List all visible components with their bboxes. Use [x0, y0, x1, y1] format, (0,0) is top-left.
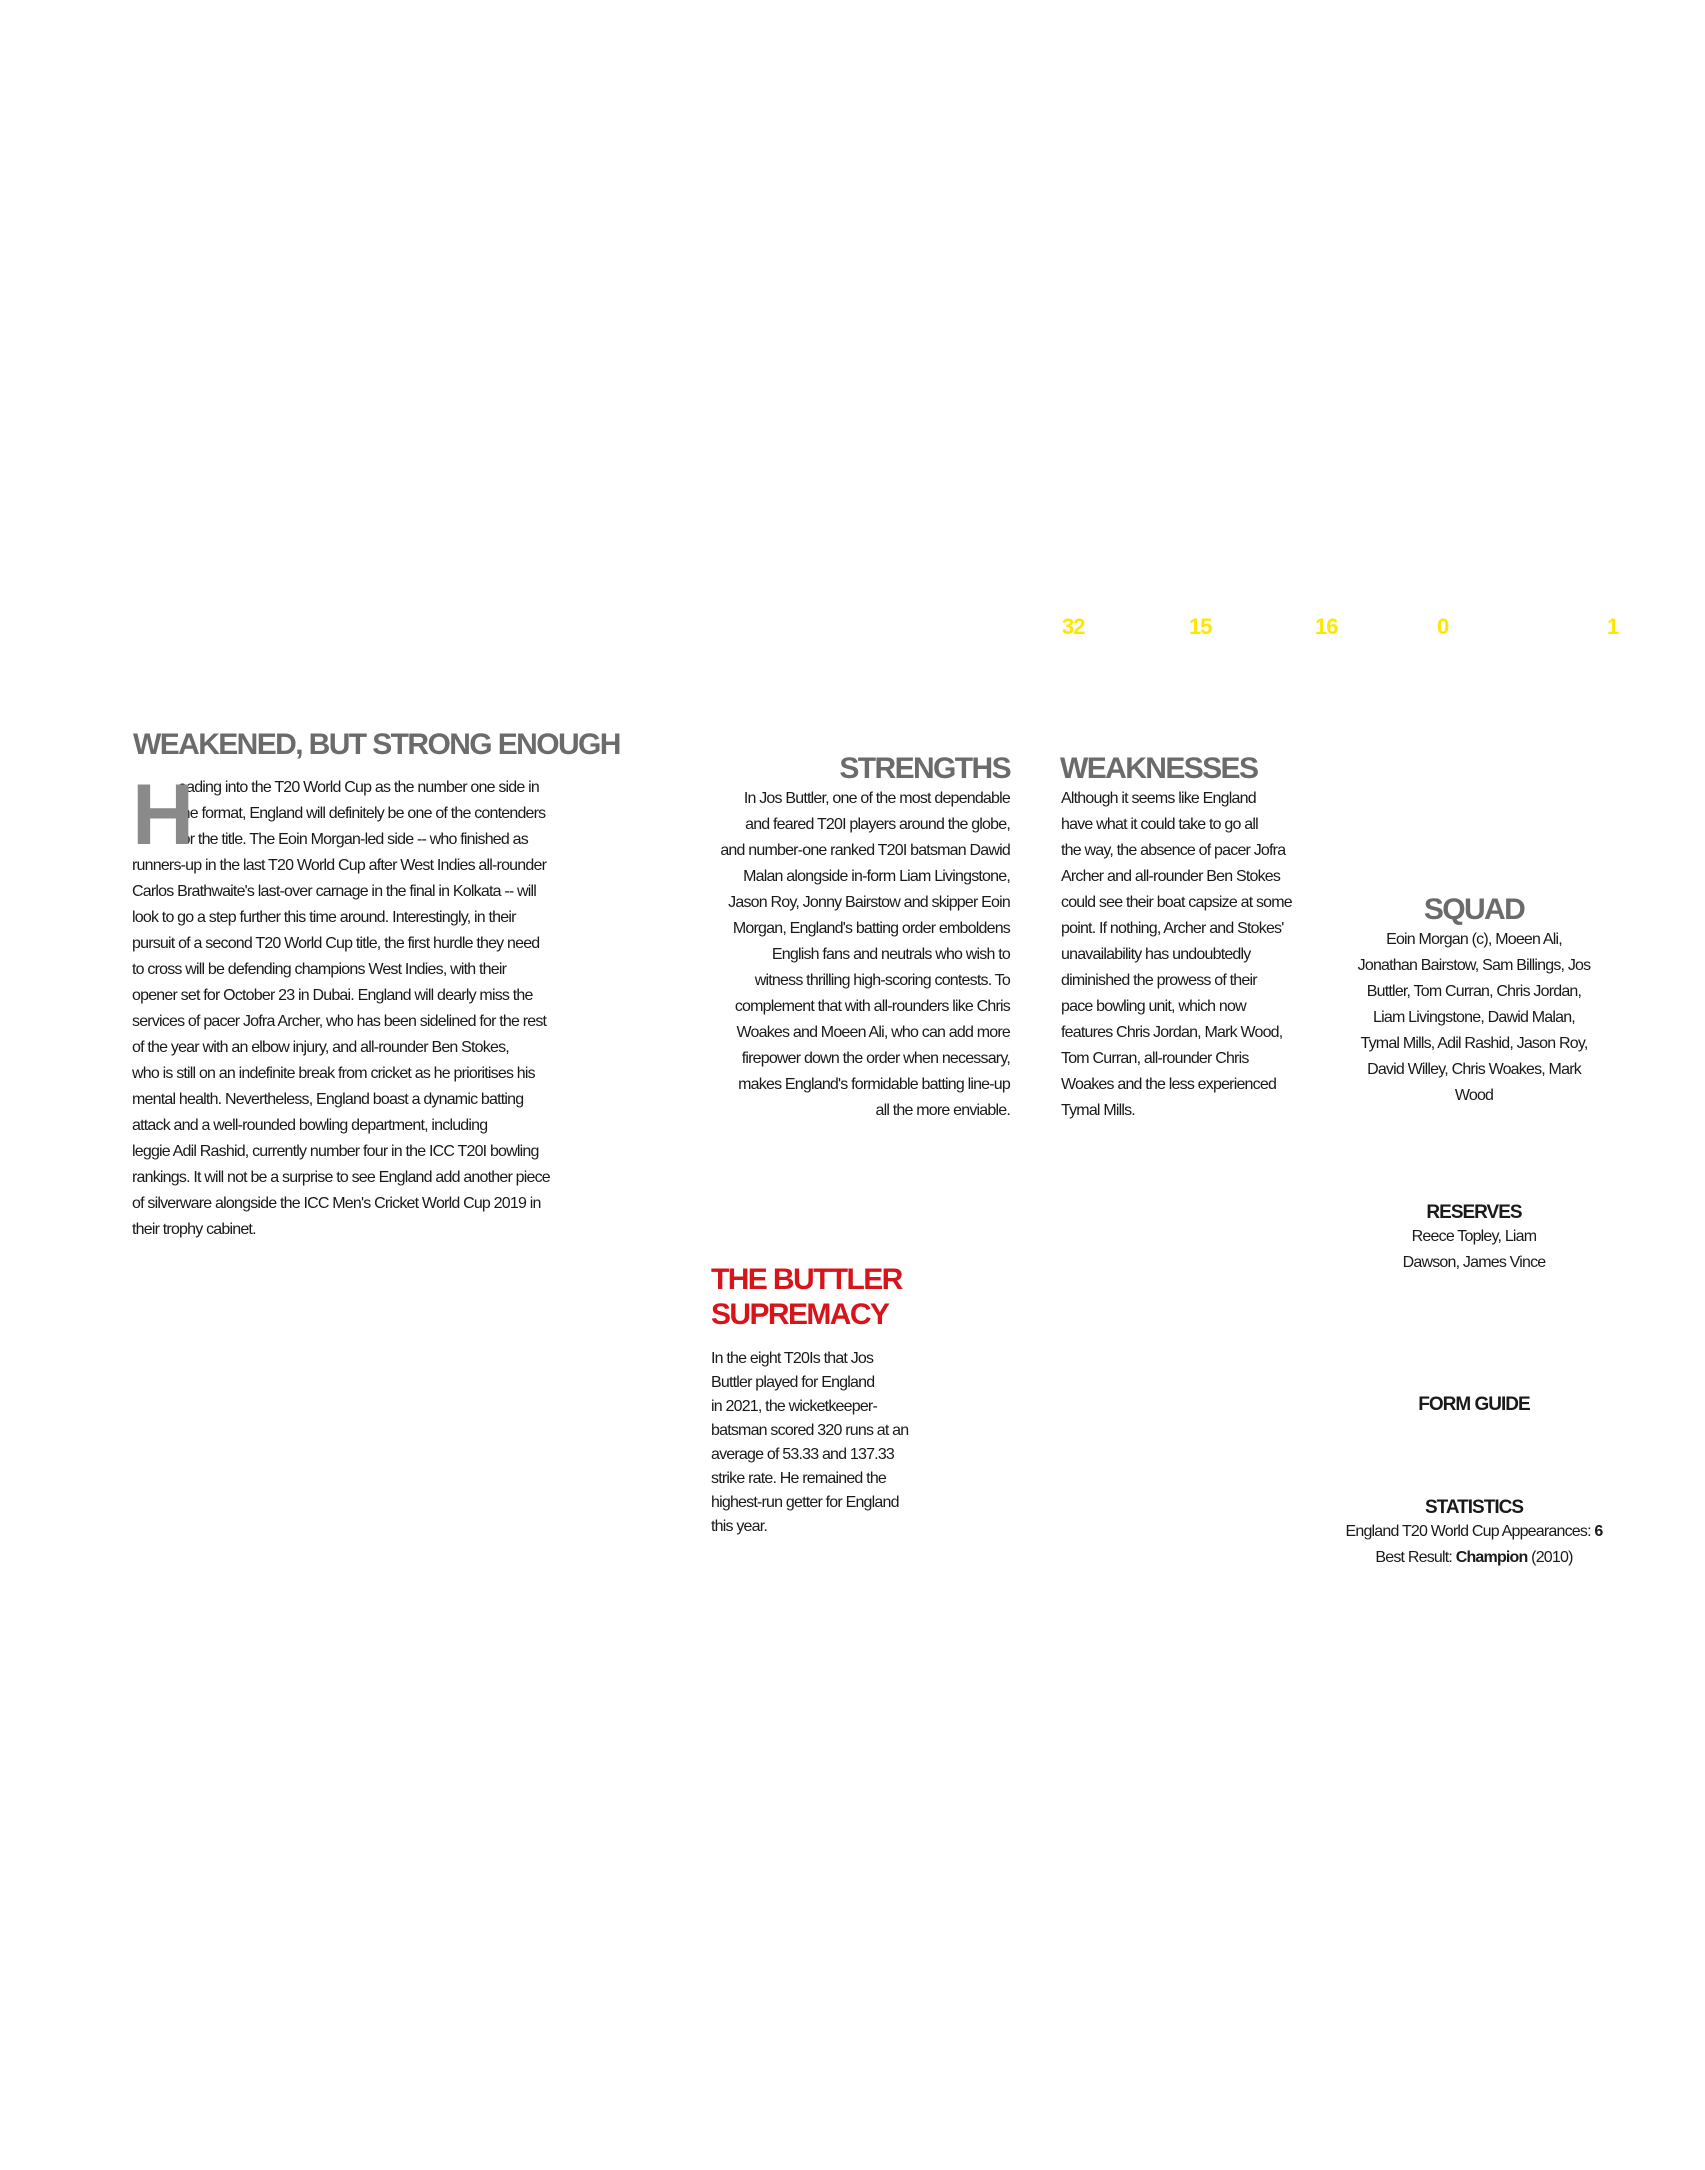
- text-line: Eoin Morgan (c), Moeen Ali,: [1386, 931, 1563, 948]
- statistics-box: STATISTICS England T20 World Cup Appeara…: [1274, 1497, 1674, 1571]
- text-line: unavailability has undoubtedly: [1061, 946, 1251, 963]
- text-line: leggie Adil Rashid, currently number fou…: [132, 1143, 539, 1160]
- text-line: Buttler played for England: [711, 1374, 875, 1391]
- text-line: opener set for October 23 in Dubai. Engl…: [132, 987, 533, 1004]
- text-line: mental health. Nevertheless, England boa…: [132, 1091, 524, 1108]
- text-line: Wood: [1454, 1087, 1494, 1104]
- best-result-year: (2010): [1527, 1549, 1573, 1566]
- text-line: features Chris Jordan, Mark Wood,: [1061, 1024, 1283, 1041]
- text-line: eading into the T20 World Cup as the num…: [178, 779, 540, 796]
- text-line: Reece Topley, Liam: [1411, 1228, 1537, 1245]
- buttler-heading: THE BUTTLER SUPREMACY: [711, 1262, 903, 1332]
- stat-number: 0: [1437, 614, 1449, 639]
- text-line: complement that with all-rounders like C…: [734, 998, 1011, 1015]
- text-line: Woakes and Moeen Ali, who can add more: [736, 1024, 1011, 1041]
- best-result-value: Champion: [1455, 1549, 1529, 1566]
- squad-list: Eoin Morgan (c), Moeen Ali, Jonathan Bair…: [1324, 927, 1624, 1109]
- stat-number: 1: [1607, 614, 1619, 639]
- buttler-heading-line: SUPREMACY: [711, 1298, 890, 1331]
- text-line: look to go a step further this time arou…: [132, 909, 516, 926]
- text-line: and feared T20I players around the globe…: [745, 816, 1011, 833]
- text-line: runners-up in the last T20 World Cup aft…: [132, 857, 547, 874]
- text-line: Although it seems like England: [1061, 790, 1257, 807]
- text-line: Archer and all-rounder Ben Stokes: [1061, 868, 1281, 885]
- stat-number: 32: [1062, 614, 1086, 639]
- text-line: pursuit of a second T20 World Cup title,…: [132, 935, 540, 952]
- text-line: of the year with an elbow injury, and al…: [132, 1039, 510, 1056]
- text-line: English fans and neutrals who wish to: [771, 946, 1011, 963]
- main-headline: WEAKENED, BUT STRONG ENOUGH: [133, 728, 621, 761]
- text-line: Buttler, Tom Curran, Chris Jordan,: [1366, 983, 1582, 1000]
- squad-box: SQUAD Eoin Morgan (c), Moeen Ali, Jonatha…: [1324, 893, 1624, 1109]
- text-line: makes England's formidable batting line-…: [738, 1076, 1011, 1093]
- text-line: who is still on an indefinite break from…: [132, 1065, 536, 1082]
- text-line: pace bowling unit, which now: [1061, 998, 1247, 1015]
- text-line: point. If nothing, Archer and Stokes': [1061, 920, 1284, 937]
- appearances-line: England T20 World Cup Appearances: 6: [1274, 1519, 1674, 1545]
- text-line: have what it could take to go all: [1061, 816, 1259, 833]
- statistics-heading: STATISTICS: [1424, 1497, 1524, 1518]
- text-line: In Jos Buttler, one of the most dependab…: [743, 790, 1011, 807]
- text-line: to cross will be defending champions Wes…: [132, 961, 507, 978]
- stat-number: 16: [1315, 614, 1339, 639]
- text-line: the way, the absence of pacer Jofra: [1061, 842, 1286, 859]
- weaknesses-body: Although it seems like England have what …: [1061, 786, 1301, 1124]
- text-line: Tymal Mills, Adil Rashid, Jason Roy,: [1360, 1035, 1589, 1052]
- stat-number: 15: [1189, 614, 1213, 639]
- text-line: services of pacer Jofra Archer, who has …: [132, 1013, 547, 1030]
- strengths-heading: STRENGTHS: [839, 752, 1011, 785]
- text-line: Tom Curran, all-rounder Chris: [1061, 1050, 1249, 1067]
- text-line: highest-run getter for England: [711, 1494, 900, 1511]
- text-line: strike rate. He remained the: [711, 1470, 887, 1487]
- text-line: batsman scored 320 runs at an: [711, 1422, 909, 1439]
- text-line: in 2021, the wicketkeeper-: [711, 1398, 878, 1415]
- text-line: Tymal Mills.: [1061, 1102, 1136, 1119]
- text-line: witness thrilling high-scoring contests.…: [754, 972, 1011, 989]
- text-line: David Willey, Chris Woakes, Mark: [1367, 1061, 1582, 1078]
- text-line: diminished the prowess of their: [1061, 972, 1258, 989]
- text-line: Dawson, James Vince: [1402, 1254, 1547, 1271]
- text-line: Jonathan Bairstow, Sam Billings, Jos: [1357, 957, 1591, 974]
- text-line: could see their boat capsize at some: [1061, 894, 1293, 911]
- text-line: Carlos Brathwaite's last-over carnage in…: [132, 883, 537, 900]
- buttler-heading-line: THE BUTTLER: [711, 1263, 903, 1296]
- form-guide-heading: FORM GUIDE: [1418, 1394, 1530, 1415]
- best-result-label: Best Result:: [1375, 1549, 1456, 1566]
- text-line: Liam Livingstone, Dawid Malan,: [1373, 1009, 1576, 1026]
- text-line: average of 53.33 and 137.33: [711, 1446, 895, 1463]
- text-line: attack and a well-rounded bowling depart…: [132, 1117, 488, 1134]
- text-line: their trophy cabinet.: [132, 1221, 257, 1238]
- reserves-heading: RESERVES: [1426, 1202, 1522, 1223]
- appearances-value: 6: [1594, 1523, 1603, 1540]
- main-article: H eading into the T20 World Cup as the n…: [132, 767, 602, 1243]
- appearances-label: England T20 World Cup Appearances:: [1345, 1523, 1595, 1540]
- main-body: eading into the T20 World Cup as the num…: [132, 775, 602, 1243]
- text-line: of silverware alongside the ICC Men's Cr…: [132, 1195, 541, 1212]
- text-line: Jason Roy, Jonny Bairstow and skipper Eo…: [728, 894, 1011, 911]
- text-line: Morgan, England's batting order embolden…: [732, 920, 1011, 937]
- squad-heading: SQUAD: [1423, 893, 1526, 926]
- text-line: for the title. The Eoin Morgan-led side …: [178, 831, 529, 848]
- strengths-body: In Jos Buttler, one of the most dependab…: [550, 786, 1010, 1124]
- text-line: and number-one ranked T20I batsman Dawid: [720, 842, 1010, 859]
- text-line: Woakes and the less experienced: [1061, 1076, 1277, 1093]
- text-line: all the more enviable.: [875, 1102, 1011, 1119]
- drop-cap: H: [132, 767, 194, 863]
- text-line: rankings. It will not be a surprise to s…: [132, 1169, 551, 1186]
- text-line: this year.: [711, 1518, 768, 1535]
- weaknesses-heading: WEAKNESSES: [1060, 752, 1259, 785]
- text-line: the format, England will definitely be o…: [178, 805, 546, 822]
- text-line: In the eight T20Is that Jos: [711, 1350, 874, 1367]
- text-line: Malan alongside in-form Liam Livingstone…: [743, 868, 1011, 885]
- text-line: firepower down the order when necessary,: [741, 1050, 1011, 1067]
- best-result-line: Best Result: Champion (2010): [1274, 1545, 1674, 1571]
